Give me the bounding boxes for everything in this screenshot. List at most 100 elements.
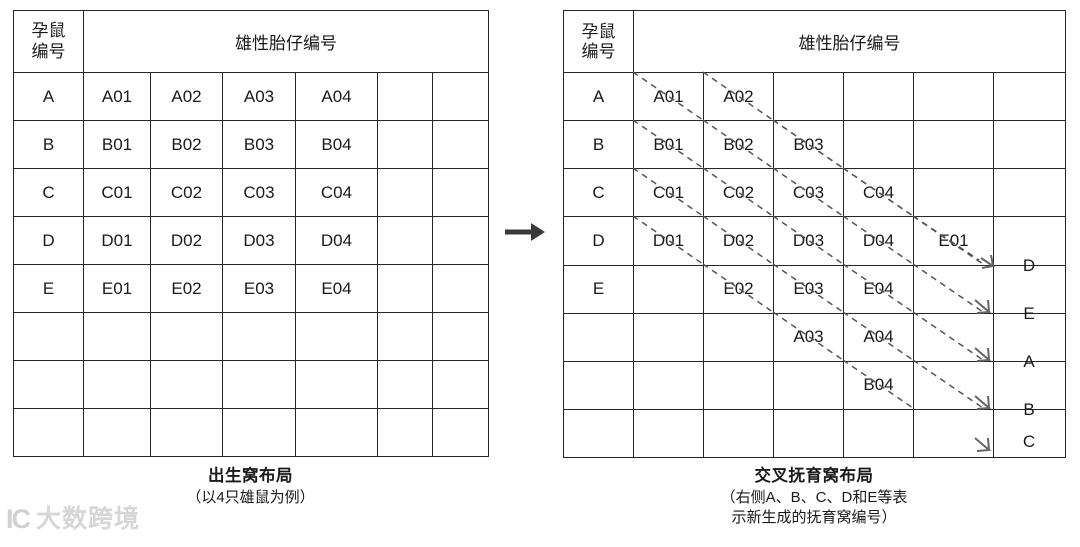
data-cell: C02 (703, 168, 774, 218)
data-cell (773, 360, 844, 410)
data-cell (913, 360, 994, 410)
corner-header-line2: 编号 (581, 41, 616, 61)
corner-header-line1: 孕鼠 (31, 21, 66, 41)
table-row: B B01 B02 B03 (563, 120, 1067, 170)
data-cell: D03 (773, 216, 844, 266)
row-label-cell: B (563, 120, 634, 170)
row-label-cell: A (13, 72, 84, 121)
data-cell-highlight-yellow: A03 (773, 312, 844, 362)
table-row: C C01 C02 C03 C04 (563, 168, 1067, 218)
data-cell (377, 312, 433, 361)
data-cell (431, 312, 490, 361)
data-cell: D04 (295, 216, 378, 265)
data-cell (913, 168, 994, 218)
foster-label-cell (992, 408, 1067, 459)
data-cell: B02 (150, 120, 223, 169)
table-row (13, 360, 490, 409)
row-label-cell: D (563, 216, 634, 266)
data-cell: E04 (843, 264, 914, 314)
data-cell (377, 264, 433, 313)
data-cell: A02 (703, 72, 774, 122)
data-cell (377, 72, 433, 121)
data-cell: E03 (222, 264, 296, 313)
data-cell (633, 312, 704, 362)
data-cell (377, 360, 433, 409)
data-cell-highlight-yellow: A03 (222, 72, 296, 121)
data-cell: E03 (773, 264, 844, 314)
row-label-cell: E (563, 264, 634, 314)
table-row: E E02 E03 E04 (563, 264, 1067, 314)
data-cell (913, 264, 994, 314)
data-cell: D04 (843, 216, 914, 266)
data-cell (843, 120, 914, 170)
foster-label-cell (992, 120, 1067, 170)
data-cell (150, 408, 223, 457)
foster-label-D: D (1022, 256, 1036, 275)
data-cell (83, 408, 151, 457)
data-cell: E02 (703, 264, 774, 314)
data-cell (633, 408, 704, 459)
data-cell (431, 168, 490, 217)
data-cell (431, 264, 490, 313)
foster-label-cell (992, 72, 1067, 122)
data-cell-highlight-blue: E01 (83, 264, 151, 313)
data-cell: C04 (843, 168, 914, 218)
table-row: B B01 B02 B03 B04 (13, 120, 490, 169)
foster-label-C: C (1022, 432, 1036, 451)
right-caption: 交叉抚育窝布局 （右侧A、B、C、D和E等表 示新生成的抚育窝编号） (563, 466, 1065, 527)
data-cell (913, 312, 994, 362)
pup-id-header-cell: 雄性胎仔编号 (82, 10, 490, 73)
foster-label-cell (992, 216, 1067, 266)
data-cell (913, 72, 994, 122)
data-cell: C03 (773, 168, 844, 218)
table-row (563, 408, 1067, 459)
data-cell-highlight-yellow: A04 (295, 72, 378, 121)
data-cell (83, 312, 151, 361)
table-row: C C01 C02 C03 C04 (13, 168, 490, 217)
data-cell (773, 408, 844, 459)
data-cell: E02 (150, 264, 223, 313)
watermark-text: 大数跨境 (36, 505, 141, 533)
table-row: E E01 E02 E03 E04 (13, 264, 490, 313)
data-cell: C04 (295, 168, 378, 217)
data-cell (150, 360, 223, 409)
data-cell (83, 360, 151, 409)
data-cell (431, 120, 490, 169)
data-cell (295, 312, 378, 361)
row-label-cell: E (13, 264, 84, 313)
corner-header-cell: 孕鼠 编号 (563, 9, 634, 74)
data-cell (843, 72, 914, 122)
data-cell-highlight-blue: E01 (913, 216, 994, 266)
table-header-row: 孕鼠 编号 雄性胎仔编号 (563, 9, 1067, 74)
right-caption-title: 交叉抚育窝布局 (754, 467, 874, 485)
foster-label-E: E (1023, 304, 1035, 323)
table-row: D D01 D02 D03 D04 E01 (563, 216, 1067, 266)
row-label-cell: C (13, 168, 84, 217)
table-row: A A01 A02 (563, 72, 1067, 122)
corner-header-cell: 孕鼠 编号 (13, 10, 84, 73)
table-header-row: 孕鼠 编号 雄性胎仔编号 (13, 10, 490, 73)
foster-label-cell (992, 168, 1067, 218)
data-cell (431, 360, 490, 409)
row-label-cell (13, 360, 84, 409)
data-cell (703, 360, 774, 410)
row-label-cell (563, 408, 634, 459)
data-cell (377, 168, 433, 217)
data-cell: A02 (150, 72, 223, 121)
table-row: D D01 D02 D03 D04 (13, 216, 490, 265)
data-cell (295, 408, 378, 457)
row-label-cell: B (13, 120, 84, 169)
pup-id-header-cell: 雄性胎仔编号 (632, 9, 1067, 74)
data-cell (222, 408, 296, 457)
row-label-cell (13, 408, 84, 457)
data-cell (222, 312, 296, 361)
data-cell: B01 (633, 120, 704, 170)
data-cell (703, 312, 774, 362)
watermark: IC 大数跨境 (6, 506, 140, 533)
data-cell (431, 216, 490, 265)
foster-label-cell (992, 312, 1067, 362)
data-cell: B02 (703, 120, 774, 170)
data-cell-highlight-yellow: A04 (843, 312, 914, 362)
foster-label-B: B (1023, 400, 1035, 419)
data-cell-highlight-yellow: B04 (843, 360, 914, 410)
